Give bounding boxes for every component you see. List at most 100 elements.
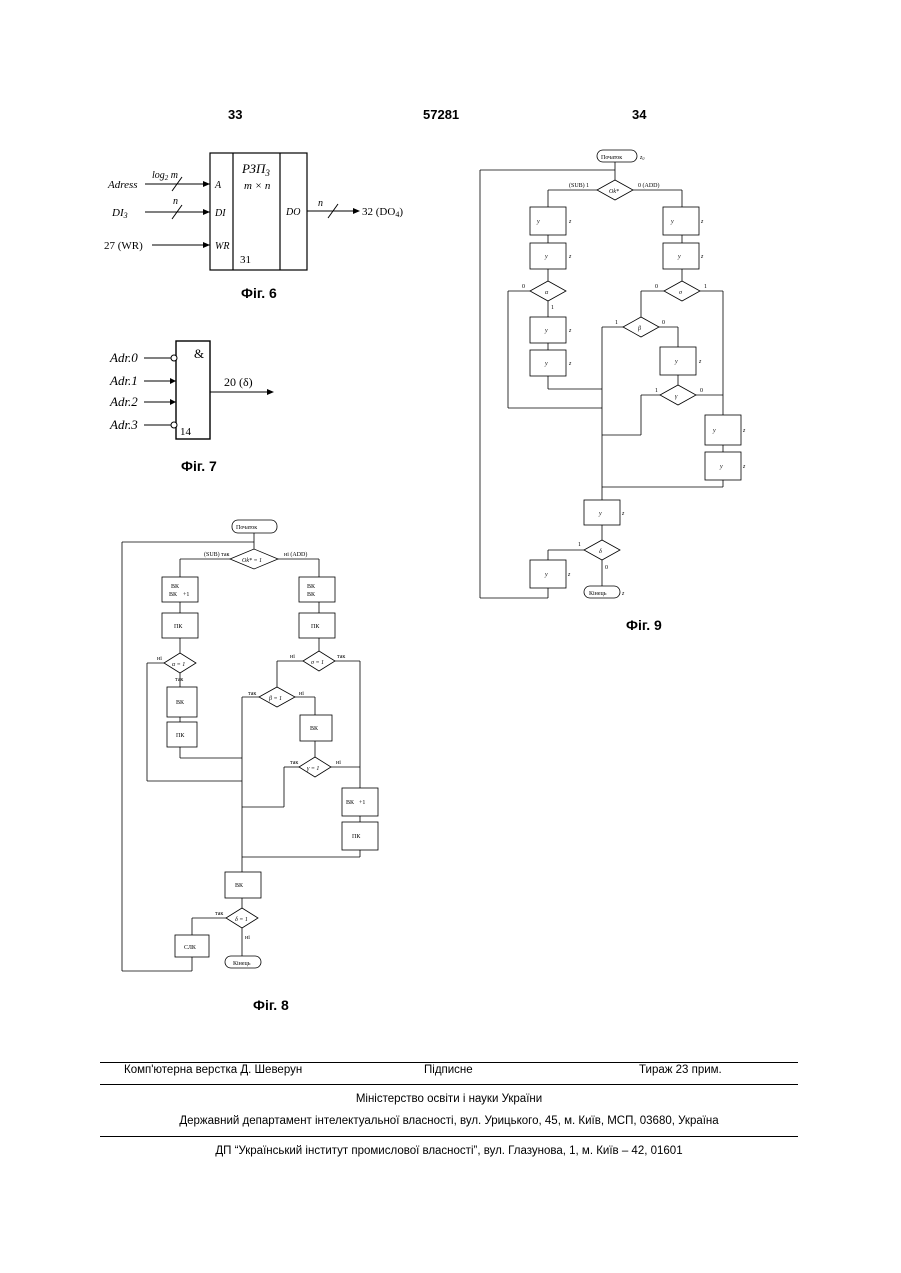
svg-text:y: y [536, 219, 540, 225]
right-page-number: 34 [632, 107, 646, 122]
svg-text:y: y [674, 359, 678, 365]
svg-text:A: A [214, 180, 222, 191]
svg-text:z: z [742, 428, 746, 434]
footer-ministry: Міністерство освіти і науки України [100, 1093, 798, 1105]
svg-text:z: z [567, 572, 571, 578]
svg-text:y: y [598, 511, 602, 517]
svg-text:Кінець: Кінець [589, 591, 607, 597]
fig6-block-size: m × n [244, 180, 271, 192]
svg-text:ВК: ВК [346, 800, 355, 806]
svg-text:так: так [290, 760, 298, 766]
fig7-input-3: Adr.3 [109, 417, 138, 432]
svg-text:ні (ADD): ні (ADD) [284, 551, 307, 558]
svg-text:z: z [568, 361, 572, 367]
svg-text:y: y [670, 219, 674, 225]
svg-text:z: z [700, 219, 704, 225]
svg-text:DO: DO [285, 207, 300, 218]
footer-rule-3 [100, 1136, 798, 1137]
fig6-out-label: 32 (DO4) [362, 206, 403, 219]
svg-text:ВК: ВК [310, 726, 319, 732]
fig9-caption: Фіг. 9 [626, 617, 662, 633]
svg-text:так: так [175, 677, 183, 683]
footer-rule-1 [100, 1062, 798, 1063]
svg-text:ні: ні [290, 654, 295, 660]
svg-text:γ: γ [675, 394, 678, 400]
svg-text:0: 0 [522, 284, 525, 290]
svg-text:+1: +1 [359, 800, 365, 806]
fig6-block-name: РЗП3 [241, 161, 270, 178]
svg-text:СЛК: СЛК [184, 945, 197, 951]
footer-rule-2 [100, 1084, 798, 1085]
svg-text:0: 0 [605, 565, 608, 571]
svg-text:y: y [544, 572, 548, 578]
fig7-block-number: 14 [180, 426, 192, 438]
svg-text:ВК: ВК [171, 584, 180, 590]
svg-text:y: y [677, 254, 681, 260]
fig7-output-label: 20 (δ) [224, 375, 253, 389]
svg-text:σ = 1: σ = 1 [311, 660, 324, 666]
fig9-flowchart: Початок z0 Ok* (SUB) 1 0 (ADD) α 0 1 σ 0… [475, 145, 755, 605]
fig7-input-0: Adr.0 [109, 350, 138, 365]
fig6-di-label: DI3 [111, 207, 128, 220]
svg-text:1: 1 [704, 284, 707, 290]
fig6-adress-label: Adress [107, 179, 138, 191]
fig7-input-1: Adr.1 [109, 373, 138, 388]
svg-text:z: z [568, 328, 572, 334]
svg-text:ПК: ПК [352, 834, 361, 840]
footer-circulation: Тираж 23 прим. [639, 1064, 722, 1076]
svg-text:0: 0 [655, 284, 658, 290]
svg-text:y: y [544, 328, 548, 334]
svg-text:γ = 1: γ = 1 [307, 766, 319, 772]
svg-text:Початок: Початок [601, 155, 622, 161]
svg-text:ВК: ВК [307, 592, 316, 598]
svg-text:ПК: ПК [311, 624, 320, 630]
svg-text:1: 1 [655, 388, 658, 394]
svg-text:y: y [544, 254, 548, 260]
svg-text:δ = 1: δ = 1 [235, 917, 248, 923]
svg-text:ПК: ПК [176, 733, 185, 739]
svg-text:1: 1 [615, 320, 618, 326]
svg-text:z: z [568, 254, 572, 260]
svg-text:σ: σ [679, 290, 683, 296]
svg-text:ВК: ВК [169, 592, 178, 598]
svg-text:ні: ні [157, 656, 162, 662]
svg-text:DI: DI [214, 208, 226, 219]
fig6-block-number: 31 [240, 254, 251, 266]
fig7-input-2: Adr.2 [109, 394, 138, 409]
fig7-caption: Фіг. 7 [181, 458, 217, 474]
svg-text:WR: WR [215, 241, 229, 252]
svg-text:Ok* = 1: Ok* = 1 [242, 558, 262, 564]
svg-text:β: β [637, 326, 641, 332]
patent-number: 57281 [423, 107, 459, 122]
fig6-adress-width: log2 m [152, 170, 178, 182]
svg-text:β = 1: β = 1 [268, 696, 282, 702]
fig8-flowchart: Початок Ok* = 1 (SUB) так ні (ADD) ВКВК … [112, 515, 402, 977]
fig8-caption: Фіг. 8 [253, 997, 289, 1013]
fig6-diagram: РЗП3 m × n 31 Adress log2 m A DI3 n DI 2… [100, 145, 430, 275]
svg-text:так: так [248, 691, 256, 697]
footer-signed: Підписне [424, 1064, 473, 1076]
svg-text:z: z [742, 464, 746, 470]
svg-text:так: так [337, 654, 345, 660]
svg-text:n: n [173, 196, 178, 207]
svg-text:1: 1 [551, 305, 554, 311]
footer-typesetter: Комп'ютерна верстка Д. Шеверун [124, 1064, 302, 1076]
svg-text:z: z [568, 219, 572, 225]
svg-text:z: z [621, 591, 625, 597]
svg-text:y: y [712, 428, 716, 434]
footer-institute: ДП “Український інститут промислової вла… [100, 1145, 798, 1157]
svg-text:ні: ні [336, 760, 341, 766]
svg-text:ПК: ПК [174, 624, 183, 630]
svg-text:0: 0 [700, 388, 703, 394]
svg-text:α: α [545, 290, 549, 296]
svg-text:Початок: Початок [236, 525, 257, 531]
svg-text:z: z [698, 359, 702, 365]
svg-text:z: z [621, 511, 625, 517]
svg-text:ні: ні [245, 935, 250, 941]
svg-text:ВК: ВК [235, 883, 244, 889]
svg-text:y: y [544, 361, 548, 367]
svg-text:ні: ні [299, 691, 304, 697]
svg-text:ВК: ВК [307, 584, 316, 590]
svg-text:0: 0 [662, 320, 665, 326]
svg-text:Кінець: Кінець [233, 961, 251, 967]
